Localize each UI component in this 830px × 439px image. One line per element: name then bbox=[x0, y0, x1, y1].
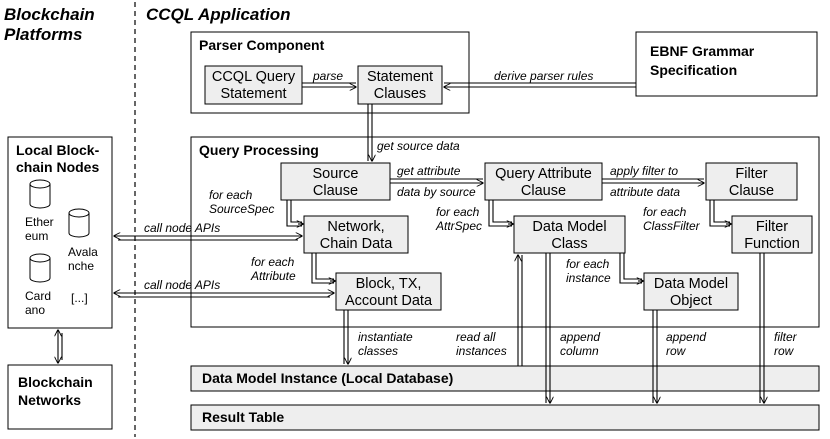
query-attribute-line2: Clause bbox=[521, 183, 566, 199]
ethereum-label-line2: eum bbox=[25, 229, 48, 243]
filter-clause-line2: Clause bbox=[729, 183, 774, 199]
networks-line1: Blockchain bbox=[18, 374, 93, 390]
parser-component-title: Parser Component bbox=[199, 37, 325, 53]
label-for-each-classfilter-line2: ClassFilter bbox=[643, 219, 701, 233]
label-for-each-attrspec-line2: AttrSpec bbox=[435, 219, 482, 233]
label-derive: derive parser rules bbox=[494, 69, 593, 83]
statement-clauses-line2: Clauses bbox=[374, 86, 426, 102]
filter-clause-line1: Filter bbox=[735, 166, 767, 182]
data-model-object-box bbox=[643, 272, 739, 311]
cardano-database-icon bbox=[29, 253, 51, 283]
label-for-each-attribute-line1: for each bbox=[251, 255, 295, 269]
label-data-by-source: data by source bbox=[397, 185, 476, 199]
label-apply-filter: apply filter to bbox=[610, 164, 678, 178]
networks-line2: Networks bbox=[18, 392, 81, 408]
arrow-foreach-attribute-outer bbox=[311, 253, 334, 284]
label-for-each-instance-line2: instance bbox=[566, 271, 611, 285]
arrow-foreach-classfilter-inner bbox=[713, 200, 730, 223]
avalanche-label-line1: Avala bbox=[68, 245, 98, 259]
statement-clauses-box bbox=[357, 65, 443, 105]
data-model-instance-bar bbox=[190, 365, 820, 392]
query-processing-title: Query Processing bbox=[199, 142, 319, 158]
label-append-column-line1: append bbox=[560, 330, 600, 344]
label-append-column-line2: column bbox=[560, 344, 599, 358]
arrow-foreach-attrspec-inner bbox=[492, 200, 512, 223]
label-attribute-data: attribute data bbox=[610, 185, 680, 199]
source-clause-line2: Clause bbox=[313, 183, 358, 199]
data-model-object-line2: Object bbox=[670, 293, 712, 309]
network-chain-line1: Network, bbox=[327, 219, 384, 235]
ebnf-line2: Specification bbox=[650, 62, 737, 78]
header-ccql-application: CCQL Application bbox=[146, 5, 291, 24]
filter-function-box bbox=[731, 215, 813, 254]
label-append-row-line2: row bbox=[666, 344, 687, 358]
label-for-each-sourcespec-line1: for each bbox=[209, 188, 253, 202]
query-attribute-clause-box bbox=[484, 162, 603, 201]
arrow-foreach-attrspec-outer bbox=[488, 200, 512, 227]
ccql-query-statement-box bbox=[204, 65, 303, 105]
source-clause-line1: Source bbox=[313, 166, 359, 182]
label-read-all-line1: read all bbox=[456, 330, 496, 344]
result-table-label: Result Table bbox=[202, 409, 284, 425]
label-instantiate-line1: instantiate bbox=[358, 330, 413, 344]
label-for-each-attrspec-line1: for each bbox=[436, 205, 480, 219]
data-model-class-line1: Data Model bbox=[532, 219, 606, 235]
arrow-foreach-classfilter-outer bbox=[709, 200, 730, 227]
label-for-each-attribute-line2: Attribute bbox=[250, 269, 296, 283]
filter-function-line2: Function bbox=[744, 236, 800, 252]
arrow-foreach-instance-outer bbox=[619, 253, 642, 284]
cardano-label-line1: Card bbox=[25, 289, 51, 303]
label-for-each-classfilter-line1: for each bbox=[643, 205, 687, 219]
cardano-label-line2: ano bbox=[25, 303, 45, 317]
more-nodes-label: [...] bbox=[71, 291, 88, 305]
label-read-all-line2: instances bbox=[456, 344, 507, 358]
local-nodes-title-line1: Local Block- bbox=[16, 142, 100, 158]
label-get-source: get source data bbox=[377, 139, 460, 153]
filter-clause-box bbox=[705, 162, 798, 201]
label-get-attribute: get attribute bbox=[397, 164, 461, 178]
avalanche-label-line2: nche bbox=[68, 259, 94, 273]
local-nodes-title-line2: chain Nodes bbox=[16, 159, 99, 175]
label-append-row-line1: append bbox=[666, 330, 706, 344]
block-tx-account-box bbox=[335, 272, 442, 311]
data-model-instance-label: Data Model Instance (Local Database) bbox=[202, 370, 453, 386]
data-model-object-line1: Data Model bbox=[654, 276, 728, 292]
ebnf-line1: EBNF Grammar bbox=[650, 43, 755, 59]
query-statement-line2: Statement bbox=[220, 86, 286, 102]
label-for-each-instance-line1: for each bbox=[566, 257, 610, 271]
label-for-each-sourcespec-line2: SourceSpec bbox=[209, 202, 274, 216]
label-parse: parse bbox=[312, 69, 343, 83]
blockchain-networks-box bbox=[7, 364, 113, 430]
header-blockchain-platforms-line1: Blockchain bbox=[4, 5, 95, 24]
filter-function-line1: Filter bbox=[756, 219, 788, 235]
block-tx-line1: Block, TX, bbox=[356, 276, 422, 292]
label-filter-row-line2: row bbox=[774, 344, 795, 358]
arrow-foreach-instance-inner bbox=[623, 253, 642, 280]
result-table-bar bbox=[190, 404, 820, 431]
avalanche-database-icon bbox=[68, 208, 90, 238]
label-call-node-apis-2: call node APIs bbox=[144, 278, 220, 292]
ethereum-label-line1: Ether bbox=[25, 215, 54, 229]
statement-clauses-line1: Statement bbox=[367, 69, 433, 85]
query-attribute-line1: Query Attribute bbox=[495, 166, 592, 182]
ebnf-grammar-box bbox=[635, 31, 818, 97]
ethereum-database-icon bbox=[29, 179, 51, 209]
local-nodes-frame bbox=[7, 136, 113, 329]
label-filter-row-line1: filter bbox=[774, 330, 798, 344]
query-statement-line1: CCQL Query bbox=[212, 69, 296, 85]
network-chain-line2: Chain Data bbox=[320, 236, 393, 252]
source-clause-box bbox=[280, 162, 391, 201]
label-call-node-apis-1: call node APIs bbox=[144, 221, 220, 235]
label-instantiate-line2: classes bbox=[358, 344, 398, 358]
data-model-class-box bbox=[513, 215, 626, 254]
header-blockchain-platforms-line2: Platforms bbox=[4, 25, 82, 44]
block-tx-line2: Account Data bbox=[345, 293, 433, 309]
data-model-class-line2: Class bbox=[551, 236, 587, 252]
network-chain-data-box bbox=[303, 215, 409, 254]
arrow-foreach-attribute-inner bbox=[315, 253, 334, 280]
